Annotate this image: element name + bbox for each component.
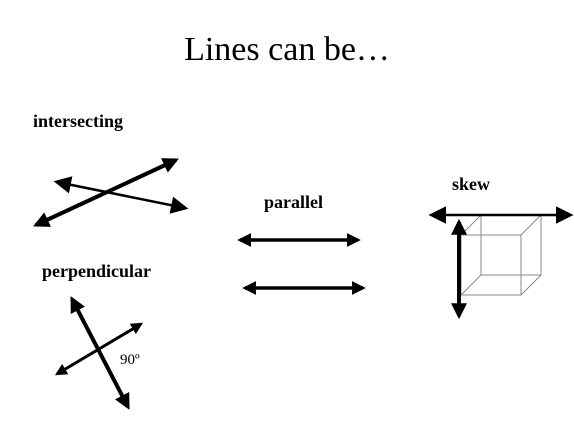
perpendicular-lines-figure [54, 296, 144, 410]
intersecting-label: intersecting [33, 111, 123, 131]
perpendicular-line-b [54, 322, 144, 376]
cube-wireframe [460, 214, 542, 296]
parallel-label: parallel [264, 192, 323, 212]
skew-label: skew [452, 174, 491, 194]
slide-title: Lines can be… [184, 31, 390, 68]
perpendicular-line-a [70, 296, 130, 410]
intersecting-line-shallow [53, 176, 189, 214]
skew-lines-figure [428, 206, 574, 320]
parallel-lines-figure [237, 233, 366, 295]
perpendicular-label: perpendicular [42, 261, 152, 281]
intersecting-lines-figure [33, 158, 189, 227]
